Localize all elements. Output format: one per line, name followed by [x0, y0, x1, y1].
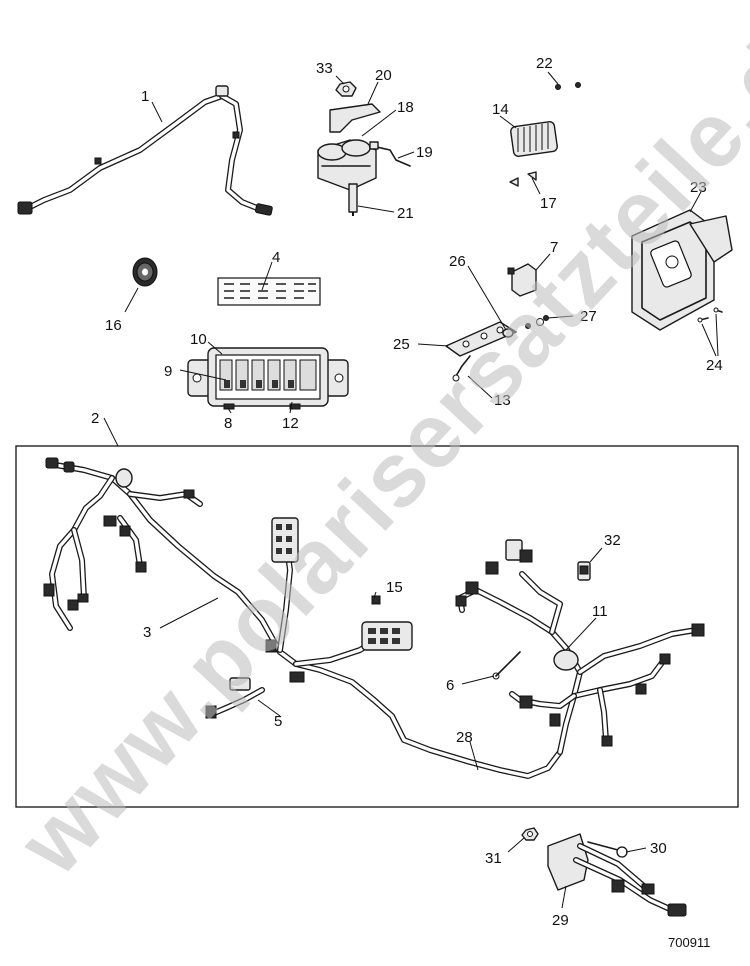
part-23-ecu [631, 209, 733, 331]
callout-30: 30 [650, 840, 667, 857]
part-14-relay [510, 121, 558, 157]
callout-11: 11 [592, 603, 608, 620]
callout-10: 10 [190, 331, 207, 348]
part-18-coil [317, 103, 381, 216]
part-1-harness [17, 85, 273, 216]
part-25-bracket [445, 321, 517, 357]
callout-24: 24 [706, 357, 723, 374]
callout-28: 28 [456, 729, 473, 746]
callout-8: 8 [224, 415, 232, 432]
callout-29: 29 [552, 912, 569, 929]
part-22-fasteners [555, 82, 581, 90]
callout-4: 4 [272, 249, 280, 266]
part-19-wire [369, 141, 411, 167]
part-4-fuse-label [217, 277, 321, 306]
part-17-fasteners [509, 171, 537, 187]
callout-21: 21 [397, 205, 414, 222]
callout-13: 13 [494, 392, 511, 409]
callout-31: 31 [485, 850, 502, 867]
callout-25: 25 [393, 336, 410, 353]
callout-3: 3 [143, 624, 151, 641]
callout-19: 19 [416, 144, 433, 161]
part-2-main-harness [47, 461, 699, 779]
part-29-module [547, 833, 687, 917]
callout-23: 23 [690, 179, 707, 196]
callout-18: 18 [397, 99, 414, 116]
callout-1: 1 [141, 88, 149, 105]
callout-14: 14 [492, 101, 509, 118]
callout-7: 7 [550, 239, 558, 256]
part-13-sensor-wire [452, 355, 471, 382]
part-24-screws [697, 307, 723, 323]
callout-5: 5 [274, 713, 282, 730]
callout-2: 2 [91, 410, 99, 427]
figure-id: 700911 [668, 935, 710, 950]
callout-17: 17 [540, 195, 557, 212]
callout-27: 27 [580, 308, 597, 325]
watermark-text: www.polarisersatzteile.de [0, 0, 750, 894]
callout-26: 26 [449, 253, 466, 270]
callout-labels: 1 2 3 4 5 6 7 8 9 10 11 12 13 14 15 16 1… [91, 55, 723, 929]
part-7-sensor [507, 263, 537, 297]
callout-20: 20 [375, 67, 392, 84]
fuse-box [187, 347, 349, 410]
callout-22: 22 [536, 55, 553, 72]
harness-connectors [43, 457, 705, 747]
part-16-grommet [132, 257, 158, 287]
callout-9: 9 [164, 363, 172, 380]
callout-32: 32 [604, 532, 621, 549]
part-33-nut [335, 81, 357, 97]
part-31-nut [521, 827, 539, 841]
part-27-nuts [525, 315, 549, 329]
callout-6: 6 [446, 677, 454, 694]
callout-12: 12 [282, 415, 299, 432]
callout-15: 15 [386, 579, 403, 596]
callout-16: 16 [105, 317, 122, 334]
part-26-fitting [502, 328, 514, 338]
callout-33: 33 [316, 60, 333, 77]
harness-frame [15, 445, 739, 808]
